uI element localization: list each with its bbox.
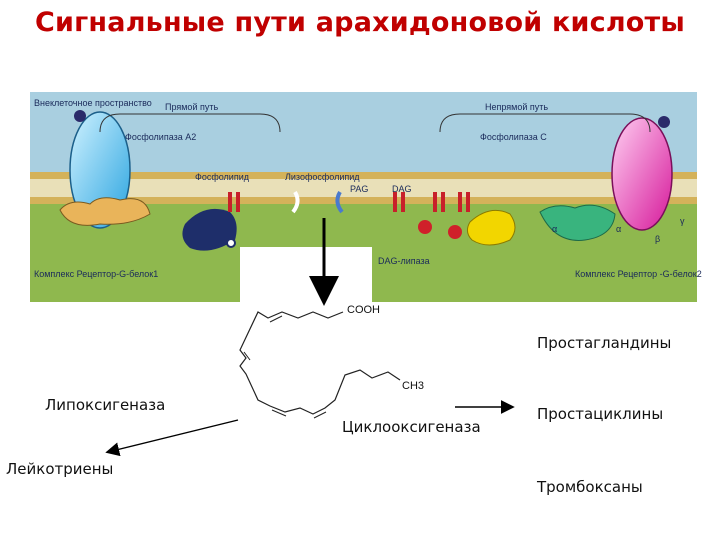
phospholipase-a2-shape xyxy=(182,208,237,251)
g-protein-right xyxy=(539,204,616,241)
label-dag-lipase: DAG-липаза xyxy=(378,256,430,266)
label-gamma: γ xyxy=(680,216,685,226)
leukotrienes-label: Лейкотриены xyxy=(6,460,114,478)
membrane-heads xyxy=(30,172,697,204)
double-bond-2 xyxy=(243,351,251,361)
label-indirect-path: Непрямой путь xyxy=(485,102,548,112)
lysophospholipid-white xyxy=(291,190,300,214)
phospholipase-c-shape xyxy=(466,209,516,246)
page-title: Сигнальные пути арахидоновой кислоты xyxy=(34,7,686,38)
double-bond-1 xyxy=(269,315,283,323)
double-bond-4 xyxy=(313,411,327,419)
pag-red xyxy=(393,192,405,212)
ligand-left xyxy=(74,110,86,122)
indirect-path-bracket xyxy=(439,113,651,133)
ch3-label: CH3 xyxy=(402,380,425,392)
ligand-right xyxy=(658,116,670,128)
prostaglandins-label: Простагландины xyxy=(537,334,672,352)
label-dag: DAG xyxy=(392,184,412,194)
dag-red-a xyxy=(433,192,445,212)
prostacyclins-label: Простациклины xyxy=(537,405,664,423)
figure-gap xyxy=(240,247,372,302)
label-phospholipid: Фосфолипид xyxy=(195,172,250,182)
arachidonic-acid-skeleton xyxy=(239,311,401,415)
cooh-label: COOH xyxy=(347,304,380,316)
lipoxygenase-label: Липоксигеназа xyxy=(45,396,166,414)
label-lysophospholipid: Лизофосфолипид xyxy=(285,172,360,182)
pla2-marker xyxy=(226,238,236,248)
direct-path-bracket xyxy=(99,113,281,133)
label-extracellular: Внеклеточное пространство xyxy=(34,98,152,108)
lysophospholipid-blue xyxy=(335,190,344,214)
g-protein-left xyxy=(59,197,151,226)
double-bond-3 xyxy=(271,409,287,417)
cyclooxygenase-label: Циклооксигеназа xyxy=(342,418,481,436)
label-phospholipase-a2: Фосфолипаза A2 xyxy=(125,132,196,142)
label-complex-right: Комплекс Рецептор -G-белок2 xyxy=(575,269,702,279)
receptor-right xyxy=(611,117,673,231)
dag-dot-b xyxy=(448,225,462,239)
label-alpha-1: α xyxy=(552,224,557,234)
dag-red-b xyxy=(458,192,470,212)
membrane-tails xyxy=(30,178,697,198)
label-phospholipase-c: Фосфолипаза C xyxy=(480,132,547,142)
dag-dot-a xyxy=(418,220,432,234)
thromboxanes-label: Тромбоксаны xyxy=(537,478,643,496)
label-complex-left: Комплекс Рецептор-G-белок1 xyxy=(34,269,158,279)
phospholipid-red-a xyxy=(228,192,240,212)
label-alpha-2: α xyxy=(616,224,621,234)
arrow-to-leukotrienes xyxy=(105,419,239,457)
membrane-diagram: Внеклеточное пространство Прямой путь Не… xyxy=(30,92,702,302)
label-direct-path: Прямой путь xyxy=(165,102,218,112)
label-pag: PAG xyxy=(350,184,368,194)
label-beta: β xyxy=(655,234,660,244)
extracellular-space xyxy=(30,92,697,174)
